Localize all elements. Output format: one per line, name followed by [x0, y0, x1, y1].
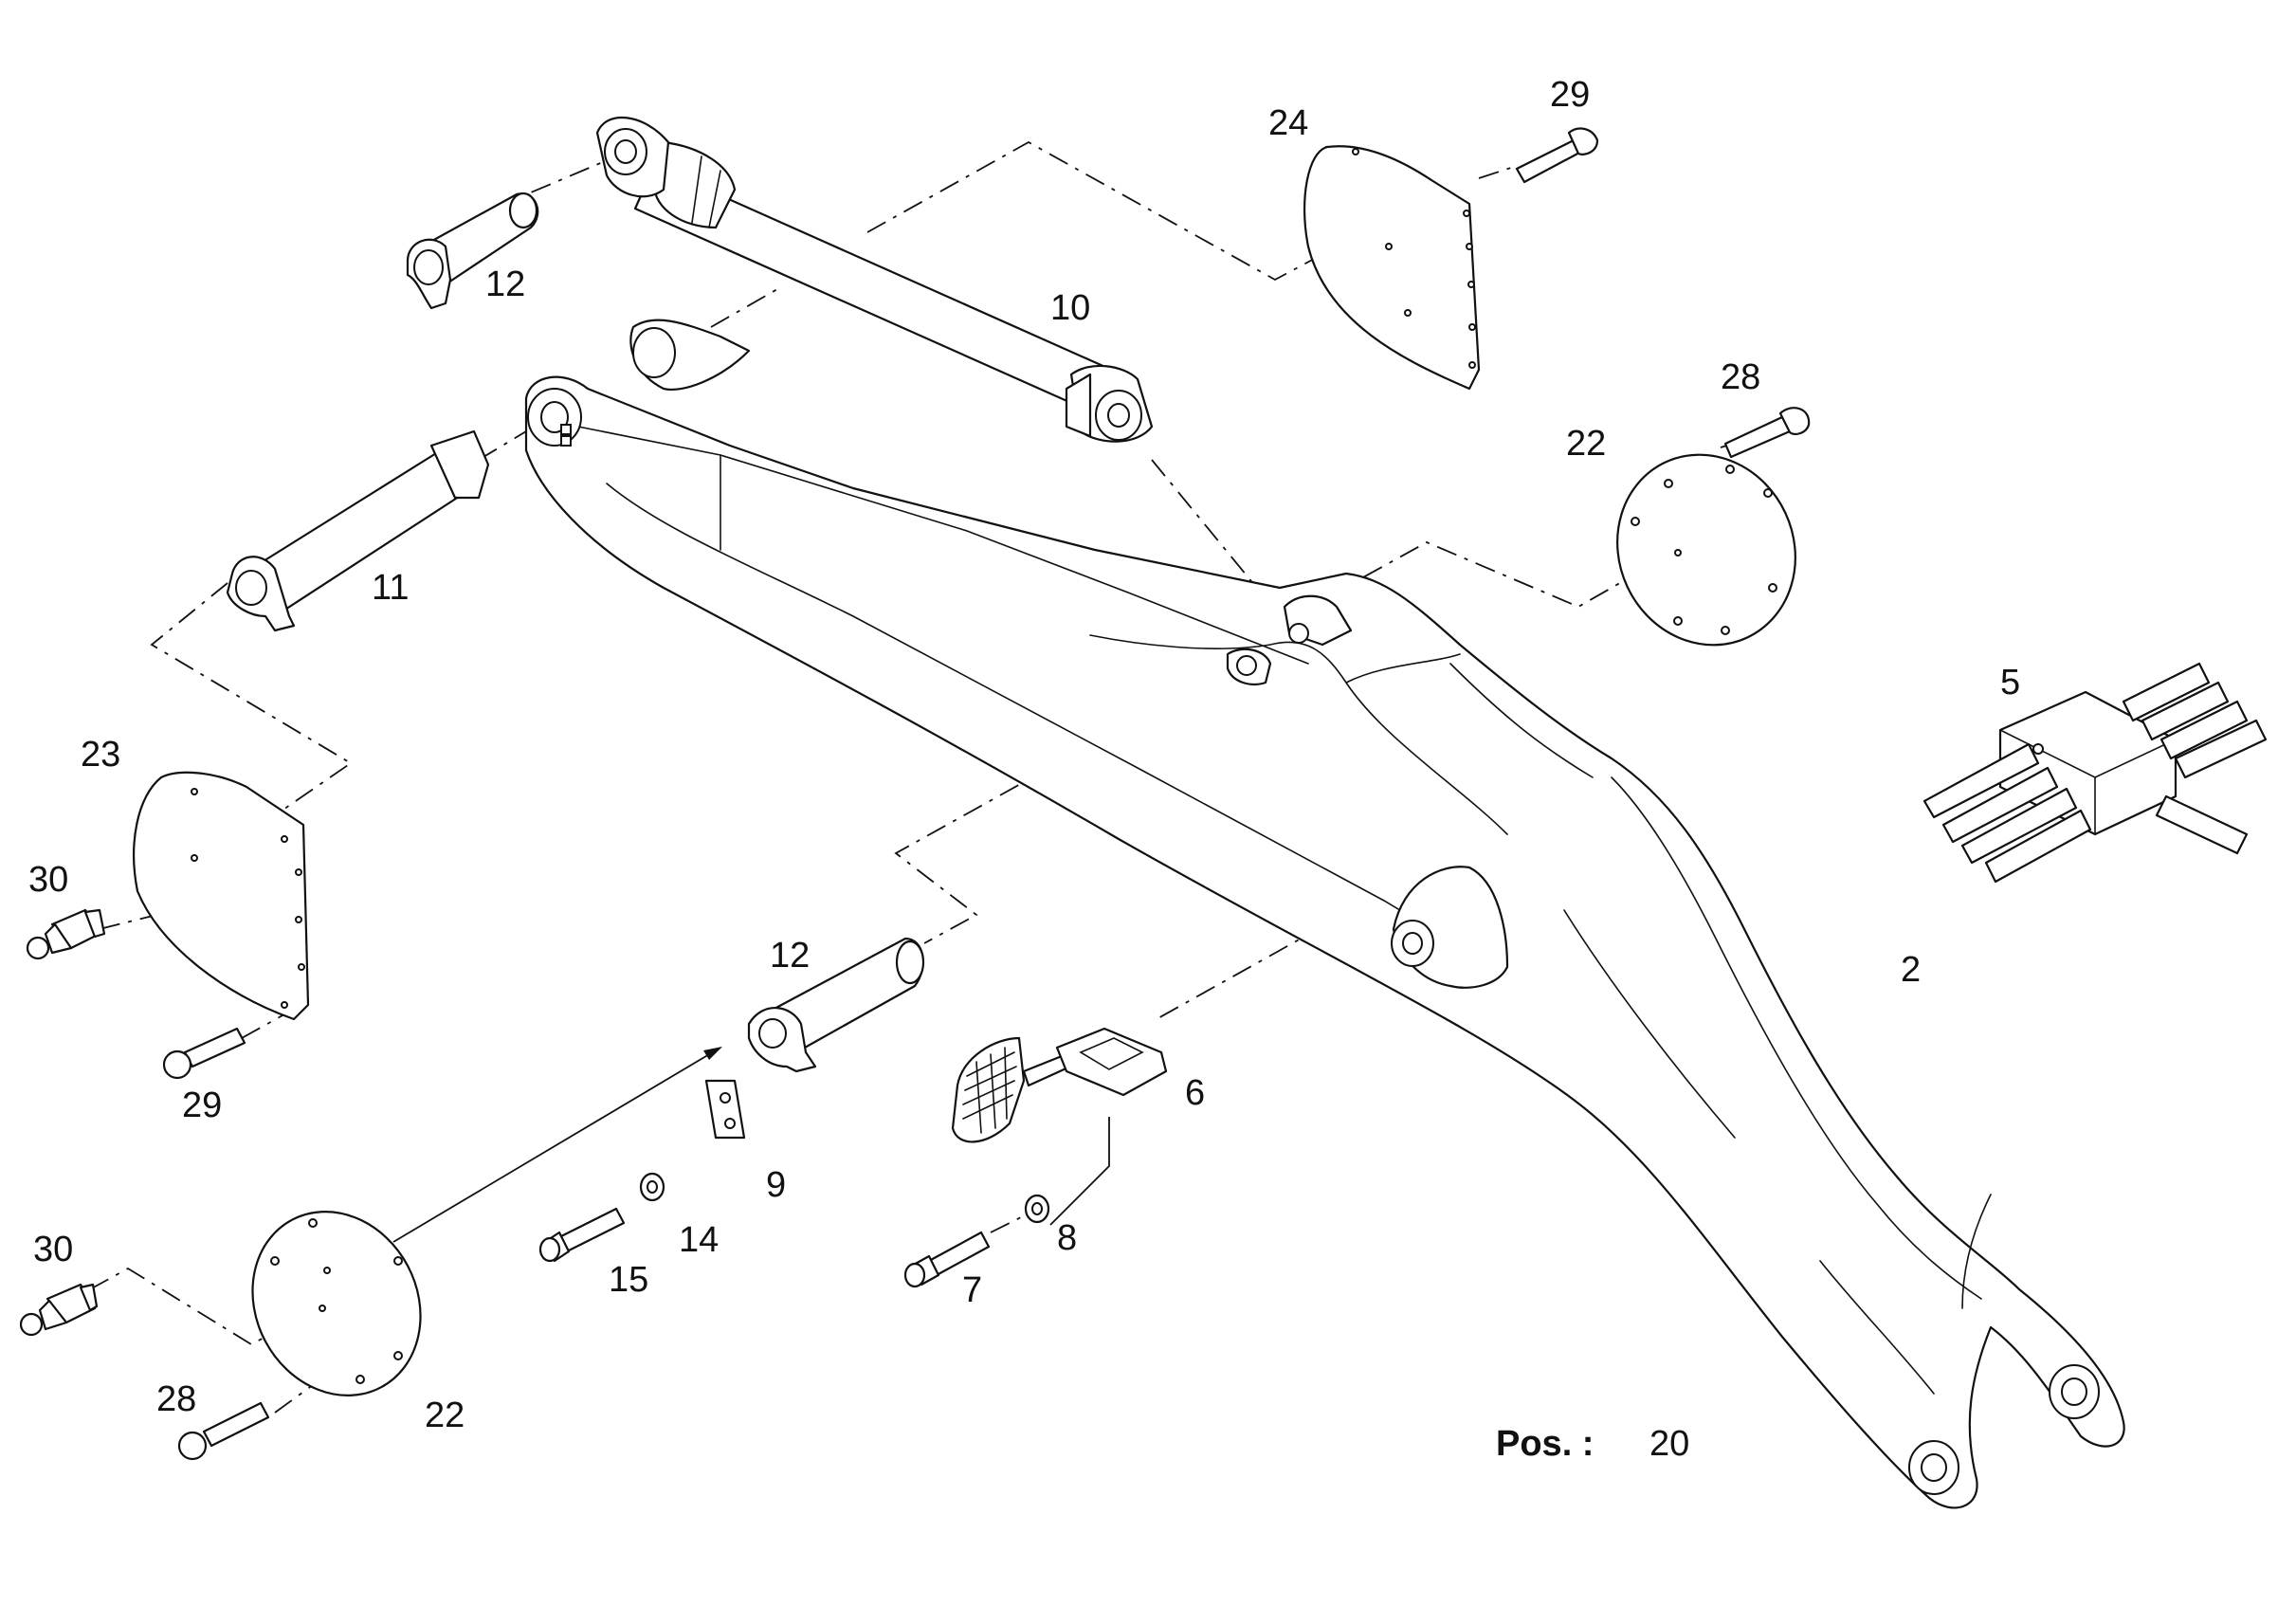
bolt-15 [538, 1207, 626, 1263]
label-7: 7 [962, 1270, 982, 1310]
label-30-top: 30 [28, 860, 68, 900]
plate-9 [704, 1079, 746, 1140]
grease-nipple-30-top [26, 908, 106, 960]
cover-disc-22-right [1616, 453, 1796, 647]
label-10: 10 [1050, 288, 1090, 328]
valve-block-5 [1922, 662, 2268, 884]
label-29-top: 29 [1550, 75, 1590, 115]
label-8: 8 [1057, 1218, 1077, 1258]
label-30-bottom: 30 [33, 1230, 73, 1269]
label-14: 14 [679, 1220, 719, 1260]
grease-nipple-30-bottom [19, 1283, 99, 1337]
label-5: 5 [2000, 663, 2020, 703]
position-indicator: Pos. : 20 [1496, 1424, 1689, 1464]
label-2: 2 [1901, 950, 1921, 990]
bolt-29-left [162, 1027, 246, 1080]
step-6 [951, 1027, 1168, 1143]
label-22-left: 22 [425, 1396, 465, 1435]
label-23: 23 [81, 735, 120, 775]
hydraulic-cylinder [595, 116, 1154, 443]
solid-leaders [392, 1047, 1110, 1243]
cover-plate-23 [133, 771, 310, 1021]
label-24: 24 [1268, 103, 1308, 143]
position-value: 20 [1649, 1424, 1689, 1464]
step-grid [962, 1047, 1017, 1134]
position-label: Pos. : [1496, 1424, 1594, 1464]
cover-plate-24 [1303, 145, 1481, 391]
cover-disc-22-left [251, 1211, 422, 1396]
pin-12-mid [747, 937, 925, 1073]
bolt-28-right [1723, 407, 1811, 459]
label-9: 9 [766, 1165, 786, 1205]
boom-arm [524, 319, 2125, 1509]
label-15: 15 [609, 1260, 648, 1300]
label-22-right: 22 [1566, 424, 1606, 464]
label-12-mid: 12 [770, 936, 810, 976]
label-28-left: 28 [156, 1379, 196, 1419]
label-6: 6 [1185, 1073, 1205, 1113]
bolt-29-top [1515, 127, 1599, 184]
part-labels: 2 5 6 7 8 9 10 11 12 12 14 15 22 22 23 2… [28, 75, 2020, 1435]
bolt-7 [903, 1231, 991, 1288]
pin-12-top [406, 192, 539, 310]
washer-8 [1024, 1194, 1050, 1224]
label-12-top: 12 [485, 265, 525, 304]
washer-14 [639, 1172, 665, 1202]
bolt-28-left [177, 1401, 270, 1461]
pin-11 [226, 429, 490, 632]
label-28-right: 28 [1721, 357, 1760, 397]
label-11: 11 [372, 568, 409, 608]
label-29-left: 29 [182, 1086, 222, 1125]
